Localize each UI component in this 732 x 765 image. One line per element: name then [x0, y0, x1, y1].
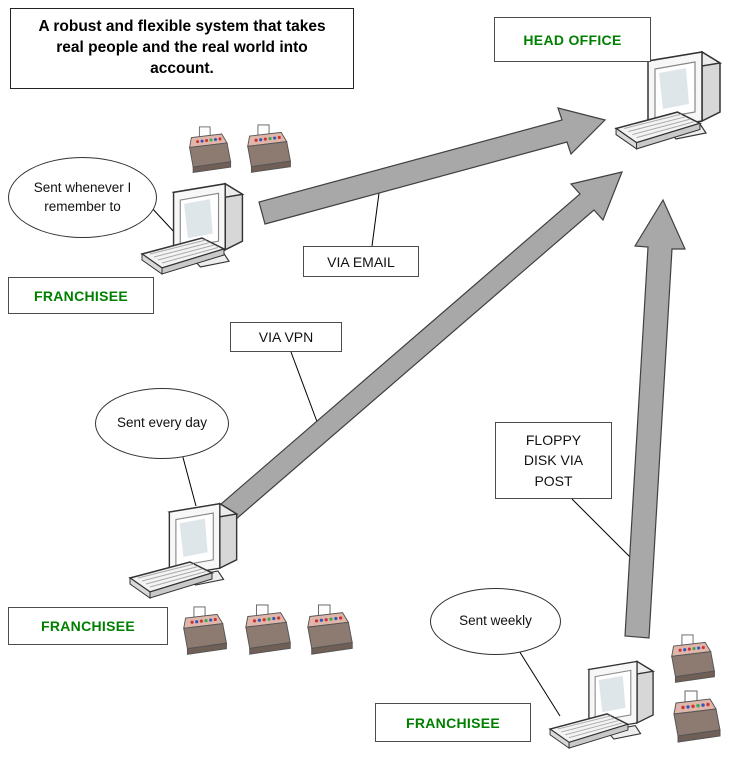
via-email-box: VIA EMAIL [303, 246, 419, 277]
title-text: A robust and flexible system that takes … [38, 18, 326, 77]
via-vpn-connector-line [290, 351, 320, 428]
cash-register-icon [247, 124, 291, 173]
via-email-connector-line [371, 192, 380, 247]
floppy-post-connector-line [571, 498, 631, 558]
arrow-floppy-post [624, 198, 686, 639]
floppy-disk-via-post-text: FLOPPY DISK VIA POST [523, 432, 584, 489]
franchisee-vpn-label: FRANCHISEE [40, 618, 135, 634]
arrow-via-vpn [220, 171, 623, 521]
head-office-keyboard-icon [615, 111, 701, 150]
franchisee-email-label: FRANCHISEE [33, 287, 128, 304]
franchisee-post-label: FRANCHISEE [405, 714, 500, 731]
franchisee-post-keyboard-icon [549, 713, 629, 749]
speech-bubble-post-text: Sent weekly [459, 613, 532, 629]
head-office-label-box: HEAD OFFICE [494, 17, 651, 62]
arrow-via-email [258, 107, 607, 225]
speech-bubble-email-text: Sent whenever I remember to [33, 180, 132, 214]
speech-bubble-email: Sent whenever I remember to [8, 157, 157, 238]
via-vpn-text: VIA VPN [258, 329, 314, 345]
via-email-text: VIA EMAIL [327, 253, 395, 270]
franchisee-post-label-box: FRANCHISEE [375, 703, 531, 742]
franchisee-vpn-label-box: FRANCHISEE [8, 607, 168, 645]
cash-register-icon [673, 690, 721, 743]
cash-register-icon [183, 606, 227, 655]
franchisee-vpn-keyboard-icon [129, 561, 213, 599]
franchisee-email-label-box: FRANCHISEE [8, 277, 154, 314]
speech-bubble-post: Sent weekly [430, 588, 561, 655]
head-office-label: HEAD OFFICE [523, 31, 622, 48]
bubble-post-tail-line [515, 645, 561, 717]
cash-register-icon [307, 604, 353, 655]
bubble-vpn-tail-line [180, 449, 197, 507]
cash-register-icon [671, 634, 715, 683]
speech-bubble-vpn: Sent every day [95, 388, 229, 459]
franchisee-email-keyboard-icon [141, 237, 225, 275]
speech-bubble-vpn-text: Sent every day [116, 415, 208, 431]
cash-register-icon [189, 126, 232, 173]
via-vpn-box: VIA VPN [230, 322, 342, 352]
bubble-email-tail-line [149, 205, 177, 235]
title-box: A robust and flexible system that takes … [10, 8, 354, 89]
floppy-disk-via-post-box: FLOPPY DISK VIA POST [495, 422, 612, 499]
cash-register-icon [245, 604, 291, 655]
